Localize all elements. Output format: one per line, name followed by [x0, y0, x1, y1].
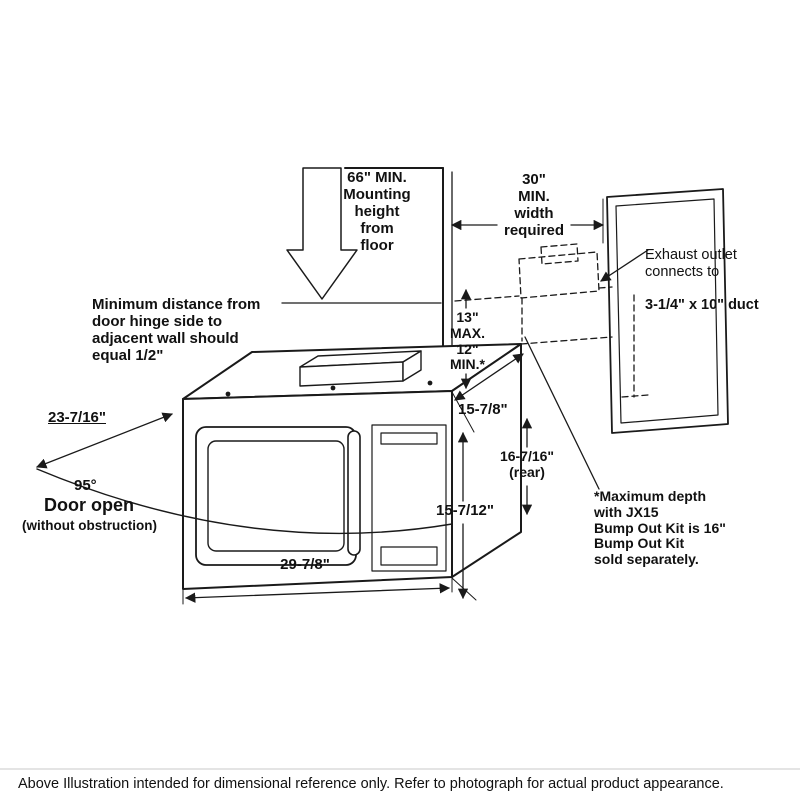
- microwave-unit: [182, 343, 522, 590]
- bump-out-plate: [299, 350, 422, 387]
- exhaust-outlet-text: Exhaust outlet connects to: [645, 247, 737, 280]
- door-width-dimension: 23-7/16": [48, 409, 106, 426]
- unit-width-dimension: 29-7/8": [280, 556, 330, 573]
- width-required-label: 30" MIN. width required: [503, 171, 564, 239]
- mounting-height-label: 66" MIN. Mounting height from floor: [343, 169, 411, 254]
- door-angle-label: 95°: [74, 477, 97, 494]
- door-open-note: (without obstruction): [22, 518, 157, 533]
- min-distance-note: Minimum distance from door hinge side to…: [92, 296, 261, 364]
- microwave-door: [195, 426, 361, 566]
- mounting-height-down-arrow: [286, 167, 358, 300]
- top-vent-dot: [330, 385, 336, 391]
- top-depth-dimension: 15-7/8": [458, 401, 508, 418]
- door-swing-arc: [36, 468, 453, 535]
- control-panel: [371, 424, 447, 572]
- bump-out-kit-note: *Maximum depth with JX15 Bump Out Kit is…: [594, 488, 726, 568]
- cabinet-side-panel: [606, 188, 729, 434]
- dimension-lines: [36, 198, 649, 605]
- exhaust-duct-hidden-lines: [454, 243, 649, 398]
- top-vent-dot: [225, 391, 231, 397]
- rear-height-dimension: 16-7/16" (rear): [499, 448, 555, 480]
- cabinet-depth-label: 13" MAX. 12" MIN.*: [450, 309, 485, 373]
- front-height-dimension: 15-7/12": [436, 502, 494, 519]
- top-vent-dot: [427, 380, 433, 386]
- door-handle: [347, 430, 361, 556]
- exhaust-outlet-note: Exhaust outlet connects to 3-1/4" x 10" …: [645, 231, 783, 329]
- reference-caption: Above Illustration intended for dimensio…: [18, 776, 724, 792]
- door-open-label: Door open: [44, 495, 134, 515]
- exhaust-duct-size: 3-1/4" x 10" duct: [645, 296, 759, 313]
